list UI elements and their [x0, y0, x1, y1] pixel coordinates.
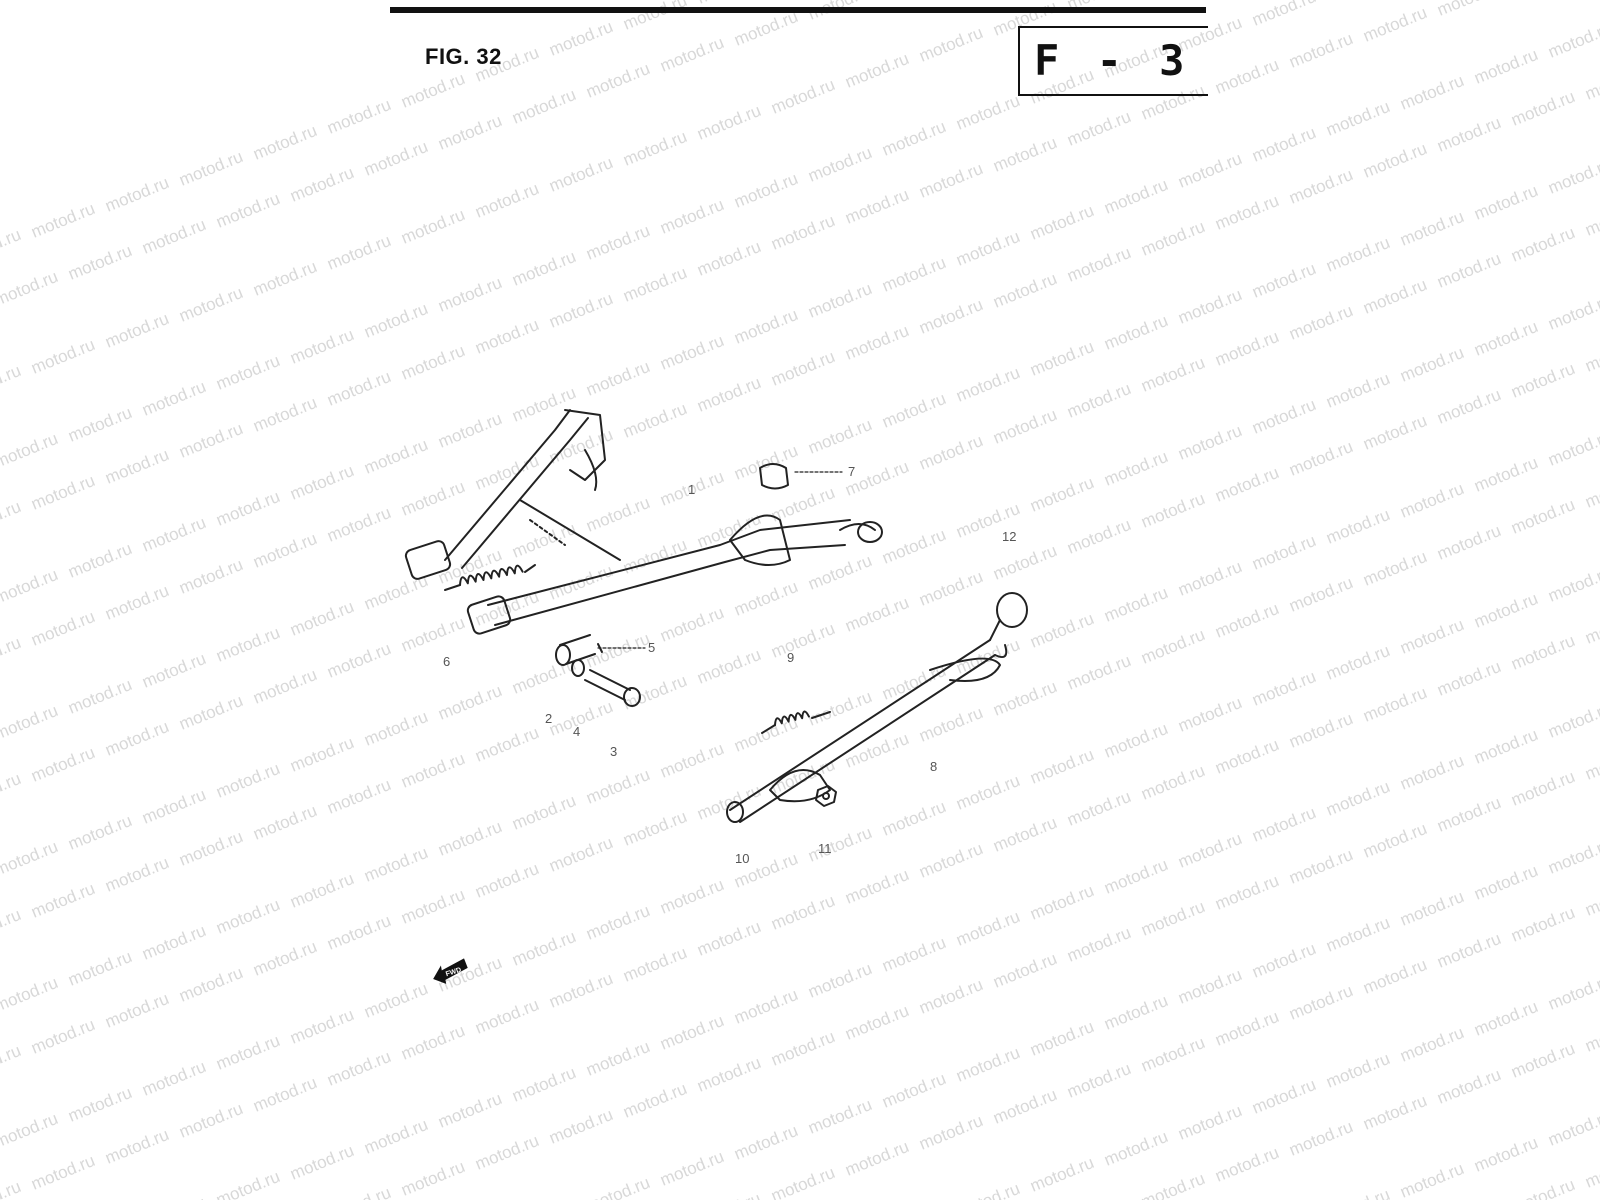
- figure-label: FIG. 32: [425, 44, 502, 69]
- pivot-bolt: [555, 634, 646, 707]
- callout-4: 4: [573, 724, 581, 739]
- section-code-box: F - 3: [1018, 26, 1208, 96]
- stand-nut: [815, 785, 837, 807]
- stand-spring-right: [761, 710, 831, 734]
- callout-11: 11: [818, 841, 832, 856]
- side-stand: [726, 592, 1028, 823]
- callout-10: 10: [735, 851, 750, 866]
- top-rule: [390, 7, 1206, 13]
- callout-6: 6: [443, 654, 451, 669]
- callout-5: 5: [648, 640, 656, 655]
- stopper-rubber: [759, 463, 843, 490]
- center-stand: [404, 409, 883, 635]
- section-code: F - 3: [1034, 36, 1191, 85]
- callout-7: 7: [848, 464, 856, 479]
- callout-8: 8: [930, 759, 938, 774]
- forward-direction-badge: FWD: [430, 958, 470, 988]
- callout-2: 2: [545, 711, 553, 726]
- stand-spring-left: [444, 564, 536, 591]
- callout-3: 3: [610, 744, 618, 759]
- callout-1: 1: [688, 482, 696, 497]
- forward-arrow-icon: FWD: [433, 958, 468, 984]
- callout-12: 12: [1002, 529, 1017, 544]
- forward-label: FWD: [445, 967, 462, 979]
- callout-9: 9: [787, 650, 795, 665]
